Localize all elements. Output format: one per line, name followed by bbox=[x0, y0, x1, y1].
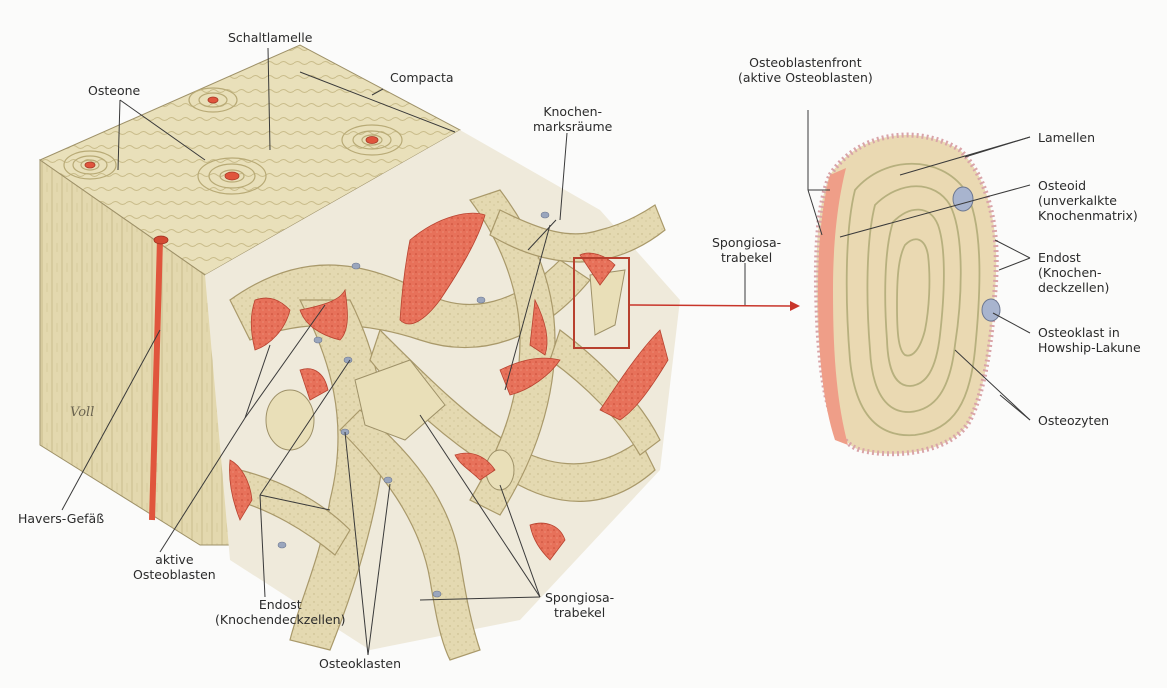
label-aktive-osteoblasten: aktive Osteoblasten bbox=[133, 552, 216, 582]
label-knochenmarksraeume: Knochen- marksräume bbox=[533, 104, 612, 134]
label-lamellen: Lamellen bbox=[1038, 130, 1095, 145]
osteoclast-right-1 bbox=[953, 187, 973, 211]
zoom-arrow bbox=[629, 305, 790, 306]
label-havers-gefaess: Havers-Gefäß bbox=[18, 511, 104, 526]
label-spongiosa-trabekel-mid: Spongiosa- trabekel bbox=[712, 235, 781, 265]
label-compacta: Compacta bbox=[390, 70, 454, 85]
label-endost-right: Endost (Knochen- deckzellen) bbox=[1038, 250, 1109, 295]
label-osteoklast: Osteoklast in Howship-Lakune bbox=[1038, 325, 1141, 355]
trabecula-detail bbox=[816, 135, 1000, 454]
osteoclast-right-2 bbox=[982, 299, 1000, 321]
label-osteoid: Osteoid (unverkalkte Knochenmatrix) bbox=[1038, 178, 1138, 223]
label-osteozyten: Osteozyten bbox=[1038, 413, 1109, 428]
label-osteone: Osteone bbox=[88, 83, 140, 98]
label-schaltlamelle: Schaltlamelle bbox=[228, 30, 312, 45]
artist-signature: Voll bbox=[70, 405, 94, 420]
label-spongiosa-trabekel-bottom: Spongiosa- trabekel bbox=[545, 590, 614, 620]
label-endost-left: Endost (Knochendeckzellen) bbox=[215, 597, 345, 627]
label-osteoblastenfront: Osteoblastenfront (aktive Osteoblasten) bbox=[738, 55, 873, 85]
label-osteoklasten: Osteoklasten bbox=[319, 656, 401, 671]
